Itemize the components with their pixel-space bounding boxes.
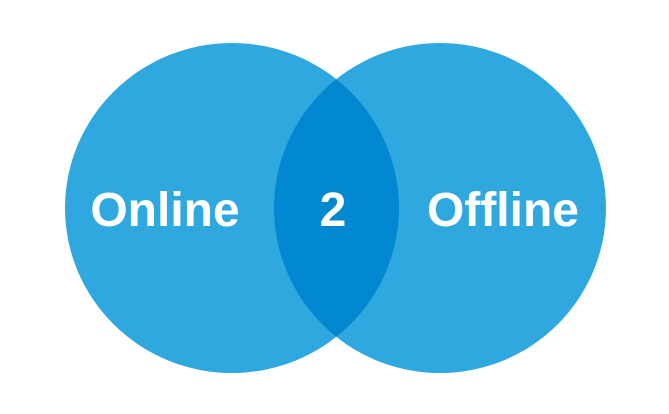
intersection-region (274, 43, 399, 373)
offline-label: Offline (427, 184, 579, 237)
online-label: Online (90, 184, 239, 237)
intersection-label: 2 (320, 184, 347, 237)
